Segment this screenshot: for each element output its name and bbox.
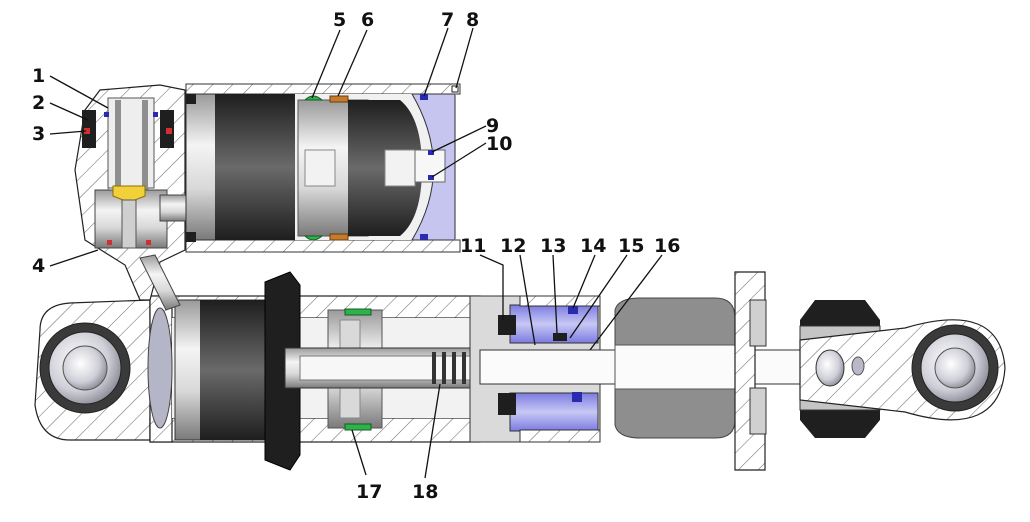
adjuster-stem-right	[142, 100, 148, 190]
callout-7: 7	[441, 9, 454, 31]
main-piston-face	[147, 307, 173, 429]
callout-8: 8	[466, 9, 479, 31]
leader-7	[423, 27, 449, 97]
seal-9	[428, 150, 434, 155]
leader-12	[519, 254, 536, 346]
adjuster-stem-left	[115, 100, 121, 190]
cap-end-bottom	[186, 232, 196, 242]
seal-14	[568, 306, 578, 314]
leader-17	[351, 429, 367, 476]
main-piston-dark	[200, 300, 265, 440]
callout-10: 10	[486, 133, 512, 155]
reservoir-cap-dark	[215, 94, 295, 240]
main-body	[34, 271, 1006, 471]
leader-1	[49, 75, 109, 109]
seal-1-left	[104, 112, 109, 117]
metering-grooves	[432, 352, 466, 384]
callout-labels: 1 2 3 4 5 6 7 8 9 10 11 12 13 14 15 16 1…	[32, 9, 680, 503]
seal-10	[428, 175, 434, 180]
valve-seal-red-2	[146, 240, 151, 245]
seal-7-top	[420, 94, 428, 100]
leader-lines	[49, 27, 663, 479]
callout-11: 11	[460, 235, 486, 257]
callout-6: 6	[361, 9, 374, 31]
rod-tube	[299, 355, 481, 381]
cap-end-top	[186, 94, 196, 104]
seal-6-bottom	[329, 233, 349, 241]
rod-end-port-small	[851, 356, 865, 376]
right-eye-bore	[934, 347, 976, 389]
seal-13	[553, 333, 567, 341]
seal-11-bottom	[498, 393, 516, 415]
callout-14: 14	[580, 235, 606, 257]
right-knob-seal-red	[166, 128, 172, 134]
oring-17-bottom	[344, 423, 372, 431]
left-knob-seal-red	[84, 128, 90, 134]
callout-12: 12	[500, 235, 526, 257]
piston-flange	[264, 271, 301, 471]
leader-11	[479, 254, 504, 320]
callout-4: 4	[32, 255, 45, 277]
callout-9: 9	[486, 115, 499, 137]
callout-5: 5	[333, 9, 346, 31]
leader-9	[431, 125, 487, 153]
callout-15: 15	[618, 235, 644, 257]
seal-7-bottom	[420, 234, 428, 240]
callout-3: 3	[32, 123, 45, 145]
oring-17-top	[344, 308, 372, 316]
bump-stop-bore	[614, 344, 736, 390]
leader-6	[337, 29, 368, 97]
leader-16	[589, 254, 663, 351]
leader-5	[311, 29, 341, 99]
callout-13: 13	[540, 235, 566, 257]
reservoir-wall-top	[185, 83, 461, 95]
leader-2	[49, 102, 89, 121]
callout-2: 2	[32, 92, 45, 114]
callout-1: 1	[32, 65, 45, 87]
leader-10	[431, 142, 487, 178]
collar-ring-bottom	[749, 387, 767, 435]
gland-seal-block-bottom	[509, 392, 599, 432]
leader-14	[572, 254, 596, 309]
transfer-tube	[139, 254, 181, 311]
valve-spool	[121, 199, 137, 249]
callout-18: 18	[412, 481, 438, 503]
reservoir-wall-bottom	[185, 239, 461, 253]
collar-ring-top	[749, 299, 767, 347]
rod-end-port	[815, 349, 845, 387]
leader-13	[552, 254, 558, 334]
oring-5-bottom	[303, 235, 324, 241]
leader-8	[455, 27, 474, 89]
left-eye-bore	[62, 345, 108, 391]
leader-4	[49, 249, 99, 267]
callout-16: 16	[654, 235, 680, 257]
floating-piston-cutout	[304, 149, 336, 187]
seal-1-right	[153, 112, 158, 117]
gland-hatch-top	[519, 295, 601, 307]
leader-15	[569, 254, 628, 339]
oring-5-top	[303, 95, 324, 101]
valve-yellow	[112, 185, 146, 201]
callout-17: 17	[356, 481, 382, 503]
seal-8	[451, 85, 459, 93]
seal-6-top	[329, 95, 349, 103]
reservoir	[74, 83, 461, 311]
end-piston-notch	[384, 149, 416, 187]
leader-18	[424, 383, 441, 479]
leader-3	[49, 130, 87, 135]
seal-11-top	[498, 315, 516, 335]
rod-end-bushing-bottom	[800, 402, 880, 438]
valve-seal-red-1	[107, 240, 112, 245]
seal-15-bottom	[572, 392, 582, 402]
gland-hatch-bottom	[519, 429, 601, 443]
